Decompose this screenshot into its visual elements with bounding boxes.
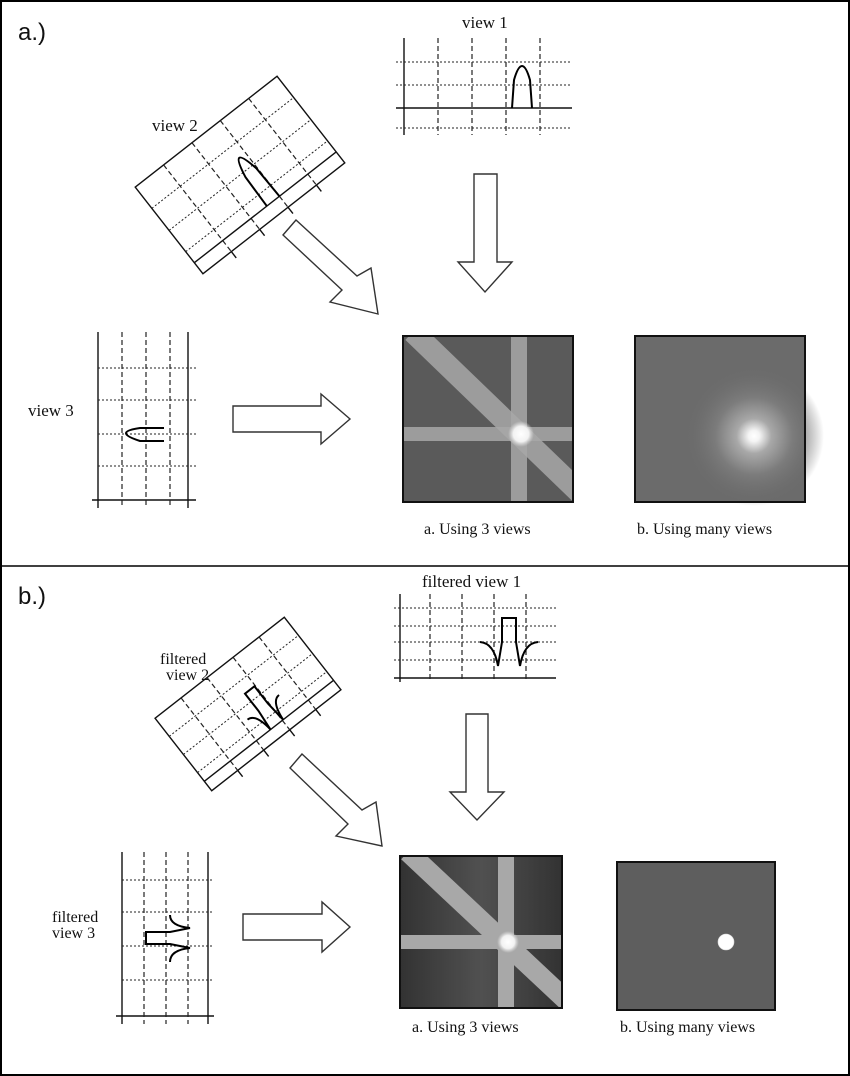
arrow-down-view1 xyxy=(456,173,514,294)
arrow-right-view3 xyxy=(232,392,352,446)
filtered-view2-plot xyxy=(154,616,342,792)
filtered-point-source xyxy=(717,933,735,951)
filtered-view2-label-line1: filtered xyxy=(160,651,206,668)
filtered-view1-plot: filtered view 1 xyxy=(394,572,556,682)
filtered-view1-curve xyxy=(479,617,539,667)
view1-peak-curve xyxy=(511,65,533,109)
view3-peak-curve xyxy=(125,427,164,442)
filtered-reconstruction-many-views xyxy=(616,861,776,1011)
filtered-view3-label-line1: filtered xyxy=(52,909,98,926)
filtered-view2-label-line2: view 2 xyxy=(166,667,209,684)
reconstruction-many-views xyxy=(634,335,824,506)
view2-peak-curve xyxy=(237,156,281,207)
panel-a: a.) view 1 xyxy=(18,13,824,538)
view2-label: view 2 xyxy=(152,116,198,135)
view3-plot: view 3 xyxy=(28,332,196,508)
panel-b-label: b.) xyxy=(18,583,46,610)
view1-label: view 1 xyxy=(462,13,508,32)
filtered-arrow-right-view3 xyxy=(242,900,352,954)
filtered-view1-label: filtered view 1 xyxy=(422,572,521,591)
reconstruction-3-views xyxy=(402,335,574,503)
caption-3-views-a: a. Using 3 views xyxy=(424,521,531,538)
filtered-arrow-diag-view2 xyxy=(289,752,383,847)
arrow-diag-view2 xyxy=(282,218,379,315)
view1-plot: view 1 xyxy=(396,13,572,135)
view3-label: view 3 xyxy=(28,401,74,420)
panel-a-label: a.) xyxy=(18,19,46,46)
view2-plot xyxy=(134,75,346,275)
filtered-view2-curve xyxy=(243,684,284,731)
caption-many-views-a: b. Using many views xyxy=(637,521,772,538)
filtered-view3-plot: filtered view 3 xyxy=(52,852,214,1024)
panel-b: b.) filtered view 1 xyxy=(18,572,776,1036)
filtered-arrow-down-view1 xyxy=(448,713,506,822)
filtered-reconstruction-3-views xyxy=(399,855,563,1009)
caption-3-views-b: a. Using 3 views xyxy=(412,1019,519,1036)
filtered-view3-curve xyxy=(145,914,191,963)
caption-many-views-b: b. Using many views xyxy=(620,1019,755,1036)
filtered-view3-label-line2: view 3 xyxy=(52,925,95,942)
